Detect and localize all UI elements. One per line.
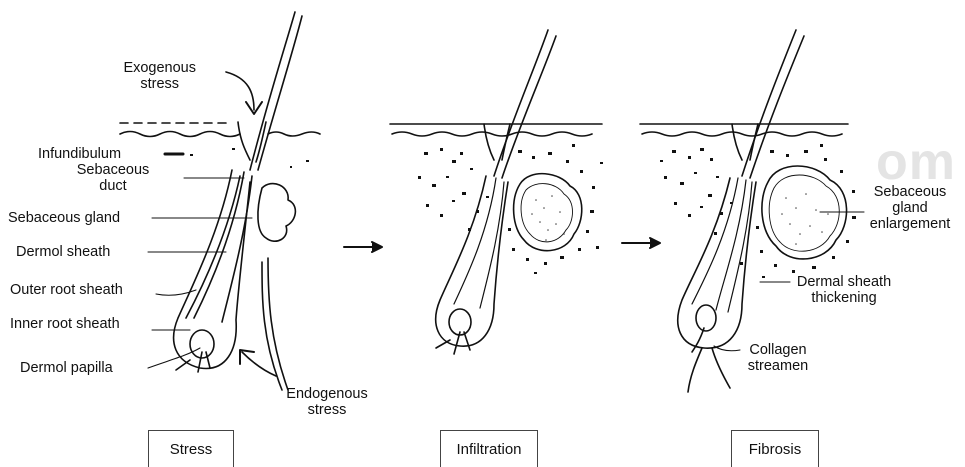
label-sebaceous-gland: Sebaceous gland	[8, 210, 120, 226]
gland-stipple-3	[781, 193, 829, 245]
sebaceous-gland-2	[514, 174, 582, 251]
sebaceous-gland-1	[258, 184, 295, 242]
skin-surface-1	[120, 123, 320, 137]
follicle-outer-2	[436, 176, 508, 346]
collagen-streamer-3	[688, 348, 730, 392]
infiltrate-cells-2	[418, 144, 603, 274]
panel-infiltration	[390, 30, 603, 354]
infundibulum-2	[484, 124, 510, 160]
arrow-infiltration-to-fibrosis	[622, 238, 660, 248]
exogenous-arrow	[226, 72, 254, 110]
arrow-stress-to-infiltration	[344, 242, 382, 252]
gland-stipple-2	[531, 195, 565, 241]
label-gland-enlargement: Sebaceous gland enlargement	[858, 184, 962, 232]
label-sheath-thickening: Dermal sheath thickening	[790, 274, 898, 306]
skin-surface-3	[640, 124, 848, 136]
label-outer-root-sheath: Outer root sheath	[10, 282, 123, 298]
caption-fibrosis: Fibrosis	[731, 430, 819, 467]
dermal-papilla-2	[449, 309, 471, 335]
hair-shaft-1	[250, 12, 302, 170]
caption-stress: Stress	[148, 430, 234, 467]
label-infundibulum: Infundibulum	[38, 146, 121, 162]
dermal-papilla-3	[696, 305, 716, 331]
label-collagen-streamen: Collagen streamen	[738, 342, 818, 374]
caption-infiltration: Infiltration	[440, 430, 538, 467]
follicle-inner-1	[186, 172, 252, 322]
label-dermal-papilla: Dermol papilla	[20, 360, 113, 376]
label-dermal-sheath: Dermol sheath	[16, 244, 110, 260]
label-exogenous-stress: Exogenous stress	[123, 60, 196, 92]
infiltrate-cells-3	[660, 144, 856, 278]
label-inner-root-sheath: Inner root sheath	[10, 316, 120, 332]
follicle-outer-3	[678, 178, 756, 348]
label-sebaceous-duct: Sebaceous duct	[48, 162, 178, 194]
skin-surface-2	[390, 124, 602, 136]
panel-fibrosis	[640, 30, 864, 392]
label-endogenous-stress: Endogenous stress	[272, 386, 382, 418]
infundibulum-3	[732, 124, 758, 160]
